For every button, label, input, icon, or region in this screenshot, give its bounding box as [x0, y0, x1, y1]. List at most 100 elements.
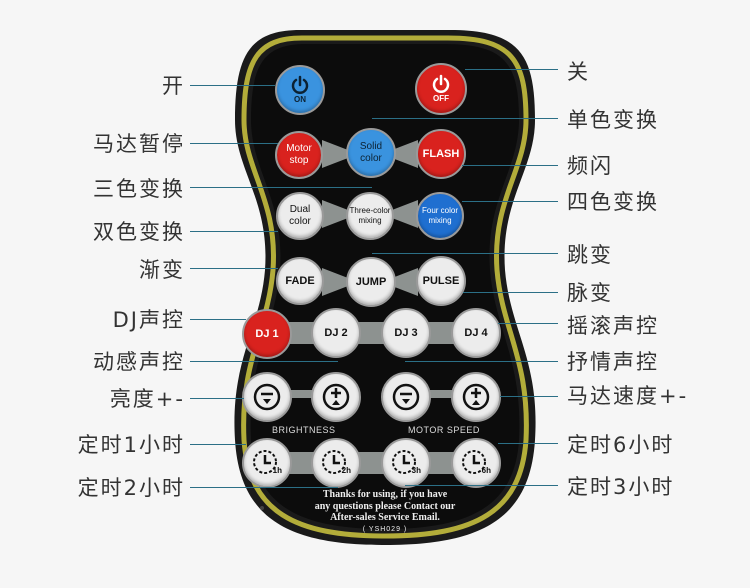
label-dual-color: 双色变换 — [93, 220, 185, 244]
motor-speed-down-button[interactable] — [381, 372, 431, 422]
jump-label: JUMP — [355, 276, 387, 288]
off-label: OFF — [433, 94, 449, 103]
label-timer-1h: 定时1小时 — [77, 433, 185, 457]
motor-stop-label-2: stop — [289, 155, 309, 166]
minus-down-icon — [392, 383, 420, 411]
flash-button[interactable]: FLASH — [416, 129, 466, 179]
motor-stop-label-1: Motor — [286, 143, 312, 154]
leader-line-rock-sound — [498, 323, 558, 324]
leader-line-pulse — [463, 292, 558, 293]
leader-line-timer-2h — [190, 487, 338, 488]
leader-line-solid-color — [372, 118, 558, 119]
fade-label: FADE — [285, 275, 315, 287]
brightness-up-button[interactable] — [311, 372, 361, 422]
leader-line-timer-1h — [190, 444, 246, 445]
footer-message: Thanks for using, if you have any questi… — [290, 489, 480, 535]
clock-icon — [322, 450, 346, 474]
brightness-down-button[interactable] — [242, 372, 292, 422]
on-label: ON — [294, 95, 306, 104]
leader-line-lyric-sound — [405, 361, 558, 362]
label-lyric-sound: 抒情声控 — [567, 350, 659, 374]
leader-line-timer-6h — [498, 443, 558, 444]
label-pulse: 脉变 — [567, 281, 613, 305]
brightness-caption: BRIGHTNESS — [272, 425, 336, 435]
timer-2h-label: 2h — [341, 466, 351, 475]
motor-stop-button[interactable]: Motor stop — [275, 131, 323, 179]
leader-line-dynamic-sound — [190, 361, 338, 362]
clock-icon — [392, 450, 416, 474]
solid-color-button[interactable]: Solid color — [346, 128, 396, 178]
brightness-connector-bar — [290, 390, 320, 398]
label-flash: 频闪 — [567, 154, 613, 178]
clock-icon — [462, 450, 486, 474]
four-color-button[interactable]: Four color mixing — [416, 192, 464, 240]
dj4-label: DJ 4 — [464, 327, 488, 339]
motor-speed-caption: MOTOR SPEED — [408, 425, 480, 435]
timer-1h-button[interactable]: 1h — [242, 438, 292, 488]
timer-6h-button[interactable]: 6h — [451, 438, 501, 488]
dual-color-button[interactable]: Dual color — [276, 192, 324, 240]
pulse-label: PULSE — [422, 275, 460, 287]
pulse-button[interactable]: PULSE — [416, 256, 466, 306]
label-dynamic-sound: 动感声控 — [93, 350, 185, 374]
label-jump: 跳变 — [567, 243, 613, 267]
label-rock-sound: 摇滚声控 — [567, 314, 659, 338]
label-on: 开 — [162, 74, 185, 98]
dj1-label: DJ 1 — [255, 328, 279, 340]
dj3-button[interactable]: DJ 3 — [381, 308, 431, 358]
timer-1h-label: 1h — [272, 466, 282, 475]
leader-line-dj — [190, 319, 246, 320]
timer-6h-label: 6h — [481, 466, 491, 475]
power-icon — [432, 74, 450, 93]
label-timer-6h: 定时6小时 — [567, 433, 675, 457]
label-dj-sound: DJ声控 — [112, 308, 185, 332]
solid-color-label-1: Solid — [359, 141, 383, 152]
label-brightness: 亮度+- — [109, 387, 185, 411]
dj3-label: DJ 3 — [394, 327, 418, 339]
jump-button[interactable]: JUMP — [346, 257, 396, 307]
fade-button[interactable]: FADE — [276, 257, 324, 305]
leader-line-brightness — [190, 398, 244, 399]
plus-up-icon — [462, 383, 490, 411]
footer-line-1: Thanks for using, if you have — [322, 489, 448, 500]
four-color-label-1: Four color — [421, 206, 458, 215]
flash-label: FLASH — [422, 148, 460, 160]
label-motor-speed: 马达速度+- — [567, 384, 689, 408]
solid-color-label-2: color — [360, 153, 382, 164]
dj4-button[interactable]: DJ 4 — [451, 308, 501, 358]
label-fade: 渐变 — [139, 258, 185, 282]
on-button[interactable]: ON — [275, 65, 325, 115]
three-color-label-1: Three-color — [349, 206, 391, 215]
off-button[interactable]: OFF — [415, 63, 467, 115]
clock-icon — [253, 450, 277, 474]
three-color-button[interactable]: Three-color mixing — [346, 192, 394, 240]
leader-line-four-color — [462, 201, 558, 202]
plus-up-icon — [322, 383, 350, 411]
leader-line-three-color — [190, 187, 372, 188]
leader-line-dual-color — [190, 231, 278, 232]
dj2-button[interactable]: DJ 2 — [311, 308, 361, 358]
label-timer-2h: 定时2小时 — [77, 476, 185, 500]
timer-3h-button[interactable]: 3h — [381, 438, 431, 488]
leader-line-timer-3h — [405, 485, 558, 486]
dj2-label: DJ 2 — [324, 327, 348, 339]
footer-line-3: After-sales Service Email. — [330, 512, 440, 523]
motor-speed-connector-bar — [430, 390, 460, 398]
label-off: 关 — [567, 60, 590, 84]
label-motor-stop: 马达暂停 — [93, 132, 185, 156]
leader-line-off — [465, 69, 558, 70]
label-three-color: 三色变换 — [93, 177, 185, 201]
motor-speed-up-button[interactable] — [451, 372, 501, 422]
leader-line-jump — [372, 253, 558, 254]
label-four-color: 四色变换 — [567, 190, 659, 214]
label-solid-color: 单色变换 — [567, 108, 659, 132]
timer-3h-label: 3h — [411, 466, 421, 475]
timer-2h-button[interactable]: 2h — [311, 438, 361, 488]
dj1-button[interactable]: DJ 1 — [242, 309, 292, 359]
model-number: ( YSH029 ) — [362, 525, 408, 533]
label-timer-3h: 定时3小时 — [567, 475, 675, 499]
leader-line-motor-speed — [500, 396, 558, 397]
dual-color-label-1: Dual — [289, 204, 311, 215]
footer-line-2: any questions please Contact our — [314, 500, 456, 512]
leader-line-motor-stop — [190, 143, 278, 144]
